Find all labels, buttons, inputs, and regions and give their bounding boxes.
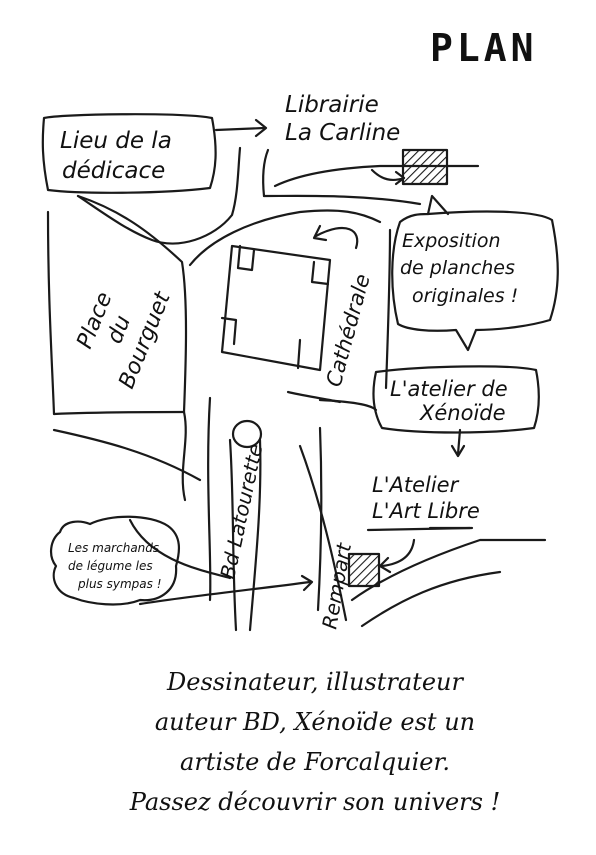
librairie-label-line2: La Carline: [285, 120, 400, 146]
lieu-label-line1: Lieu de la: [60, 128, 172, 154]
marchands-label-line1: Les marchands: [68, 541, 159, 555]
caption-line4: Passez découvrir son univers !: [129, 788, 501, 816]
atelier-label-line2: Xénoïde: [419, 401, 506, 425]
marchands-cloud: [50, 515, 181, 606]
rempart-tower: [231, 419, 263, 449]
atelier-label-line1: L'atelier de: [390, 377, 508, 401]
arrows: [138, 118, 474, 606]
cathedrale-label: Cathédrale: [322, 271, 375, 389]
cathedrale-building: [220, 244, 332, 372]
artlibre-label-line1: L'Atelier: [372, 473, 460, 497]
artlibre-shop: [347, 552, 381, 588]
caption-line1: Dessinateur, illustrateur: [167, 668, 463, 696]
caption: Dessinateur, illustrateur auteur BD, Xén…: [80, 662, 550, 822]
streets: [46, 146, 547, 632]
atelier-box: [372, 365, 540, 434]
caption-line3: artiste de Forcalquier.: [180, 748, 450, 776]
marchands-label-line3: plus sympas !: [77, 577, 162, 591]
expo-label-line3: originales !: [412, 285, 518, 307]
librairie-shop: [401, 148, 449, 186]
expo-label-line1: Exposition: [402, 230, 501, 252]
caption-line2: auteur BD, Xénoïde est un: [154, 708, 476, 736]
expo-pointer: [426, 194, 450, 216]
marchands-label-line2: de légume les: [68, 559, 153, 573]
lieu-box: [41, 113, 217, 194]
artlibre-label-line2: L'Art Libre: [372, 499, 480, 523]
expo-label-line2: de planches: [400, 257, 515, 279]
expo-bubble: [391, 210, 559, 352]
lieu-label-line2: dédicace: [62, 158, 165, 184]
librairie-label-line1: Librairie: [285, 92, 379, 118]
map-title: PLAN: [430, 26, 538, 70]
